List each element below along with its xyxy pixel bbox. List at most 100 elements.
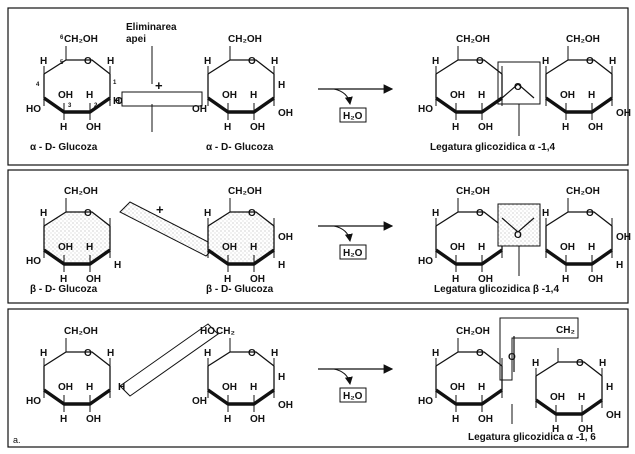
svg-text:H: H bbox=[86, 382, 93, 393]
svg-text:CH₂OH: CH₂OH bbox=[456, 326, 490, 337]
svg-text:HO: HO bbox=[418, 256, 433, 267]
svg-text:OH: OH bbox=[450, 90, 465, 101]
svg-text:H: H bbox=[114, 260, 121, 271]
svg-text:H: H bbox=[542, 208, 549, 219]
svg-text:OH: OH bbox=[86, 274, 101, 285]
svg-text:4: 4 bbox=[36, 82, 40, 88]
svg-text:OH: OH bbox=[560, 242, 575, 253]
elimination-label-line2: apei bbox=[126, 34, 146, 45]
svg-text:OH: OH bbox=[86, 122, 101, 133]
svg-text:H: H bbox=[588, 90, 595, 101]
svg-text:H: H bbox=[118, 382, 125, 393]
svg-text:O: O bbox=[84, 348, 92, 359]
svg-text:OH: OH bbox=[616, 108, 631, 119]
svg-text:OH: OH bbox=[578, 424, 593, 435]
elimination-box-1 bbox=[121, 91, 203, 107]
svg-text:CH₂OH: CH₂OH bbox=[64, 186, 98, 197]
svg-text:HO: HO bbox=[418, 396, 433, 407]
svg-text:H: H bbox=[60, 414, 67, 425]
svg-text:H: H bbox=[107, 56, 114, 67]
svg-text:OH: OH bbox=[222, 382, 237, 393]
svg-text:H: H bbox=[562, 122, 569, 133]
svg-text:O: O bbox=[476, 348, 484, 359]
svg-text:OH: OH bbox=[278, 232, 293, 243]
water-label-2: H₂O bbox=[343, 248, 363, 259]
svg-text:HO: HO bbox=[418, 104, 433, 115]
svg-text:OH: OH bbox=[58, 382, 73, 393]
right-monomer-label-1: α - D- Glucoza bbox=[206, 142, 274, 153]
elimination-box-2 bbox=[119, 201, 217, 257]
svg-text:H: H bbox=[616, 260, 623, 271]
right-monomer-label-2: β - D- Glucoza bbox=[206, 284, 274, 295]
monomer-left-2: O CH₂OH H HO OH H H OH H bbox=[26, 186, 121, 285]
svg-text:H: H bbox=[478, 382, 485, 393]
svg-text:CH₂: CH₂ bbox=[216, 326, 235, 337]
water-box-2 bbox=[339, 244, 367, 260]
left-monomer-label-1: α - D- Glucoza bbox=[30, 142, 98, 153]
elimination-box-3 bbox=[119, 323, 219, 397]
svg-text:H: H bbox=[204, 208, 211, 219]
bridge-oxygen-1: O bbox=[514, 82, 522, 93]
svg-text:OH: OH bbox=[192, 396, 207, 407]
svg-text:OH: OH bbox=[58, 90, 73, 101]
svg-text:OH: OH bbox=[450, 382, 465, 393]
bridge-oxygen-2: O bbox=[514, 230, 522, 241]
svg-text:HO: HO bbox=[26, 256, 41, 267]
svg-text:5: 5 bbox=[60, 60, 64, 66]
svg-text:H: H bbox=[478, 90, 485, 101]
svg-text:OH: OH bbox=[588, 122, 603, 133]
svg-text:H: H bbox=[562, 274, 569, 285]
product-label-1: Legatura glicozidica α -1,4 bbox=[430, 142, 556, 153]
svg-text:H: H bbox=[113, 96, 120, 107]
svg-text:H: H bbox=[478, 242, 485, 253]
svg-text:O: O bbox=[248, 56, 256, 67]
elimination-label-line1: Eliminarea bbox=[126, 22, 177, 33]
svg-text:H: H bbox=[204, 348, 211, 359]
svg-text:OH: OH bbox=[450, 242, 465, 253]
svg-text:H: H bbox=[542, 56, 549, 67]
product-1: O CH₂OH H HO OH H H OH O CH₂OH H OH H H … bbox=[418, 34, 631, 153]
bond-bracket-3 bbox=[499, 317, 579, 381]
svg-text:CH₂OH: CH₂OH bbox=[566, 34, 600, 45]
panel-3: O CH₂OH H HO OH H H OH H H O HO CH₂ H OH… bbox=[26, 317, 621, 443]
plus-sign-2: + bbox=[156, 202, 164, 217]
svg-text:OH: OH bbox=[222, 90, 237, 101]
svg-text:H: H bbox=[40, 208, 47, 219]
svg-text:H: H bbox=[606, 382, 613, 393]
svg-text:HO: HO bbox=[200, 326, 215, 337]
svg-text:H: H bbox=[552, 424, 559, 435]
product-3: O CH₂OH H HO OH H H OH O H OH H H OH H H… bbox=[418, 317, 621, 443]
svg-text:H: H bbox=[86, 242, 93, 253]
svg-text:H: H bbox=[452, 274, 459, 285]
svg-text:OH: OH bbox=[250, 122, 265, 133]
svg-text:OH: OH bbox=[606, 410, 621, 421]
svg-text:H: H bbox=[60, 122, 67, 133]
svg-text:H: H bbox=[432, 56, 439, 67]
water-label-1: H₂O bbox=[343, 111, 363, 122]
plus-sign-1: + bbox=[155, 78, 163, 93]
svg-text:O: O bbox=[248, 208, 256, 219]
svg-text:H: H bbox=[250, 382, 257, 393]
svg-text:OH: OH bbox=[278, 108, 293, 119]
svg-text:CH₂OH: CH₂OH bbox=[228, 186, 262, 197]
svg-text:OH: OH bbox=[250, 414, 265, 425]
svg-text:H: H bbox=[278, 80, 285, 91]
svg-text:H: H bbox=[60, 274, 67, 285]
svg-text:OH: OH bbox=[192, 104, 207, 115]
svg-text:CH₂OH: CH₂OH bbox=[228, 34, 262, 45]
svg-text:H: H bbox=[271, 348, 278, 359]
svg-text:H: H bbox=[432, 348, 439, 359]
product-2: O CH₂OH H HO OH H H OH O CH₂OH H OH H H … bbox=[418, 186, 631, 295]
svg-text:H: H bbox=[224, 274, 231, 285]
svg-text:CH₂OH: CH₂OH bbox=[64, 34, 98, 45]
svg-text:H: H bbox=[599, 358, 606, 369]
svg-text:CH₂OH: CH₂OH bbox=[566, 186, 600, 197]
product-label-3: Legatura glicozidica α -1, 6 bbox=[468, 432, 596, 443]
svg-text:3: 3 bbox=[68, 103, 72, 109]
panel-1: Eliminarea apei O CH₂OH 6 5 4 3 2 1 H HO… bbox=[26, 22, 631, 153]
svg-text:H: H bbox=[452, 414, 459, 425]
svg-text:OH: OH bbox=[478, 414, 493, 425]
panel-frame-1 bbox=[7, 7, 629, 166]
svg-text:CH₂OH: CH₂OH bbox=[456, 34, 490, 45]
svg-text:O: O bbox=[248, 348, 256, 359]
